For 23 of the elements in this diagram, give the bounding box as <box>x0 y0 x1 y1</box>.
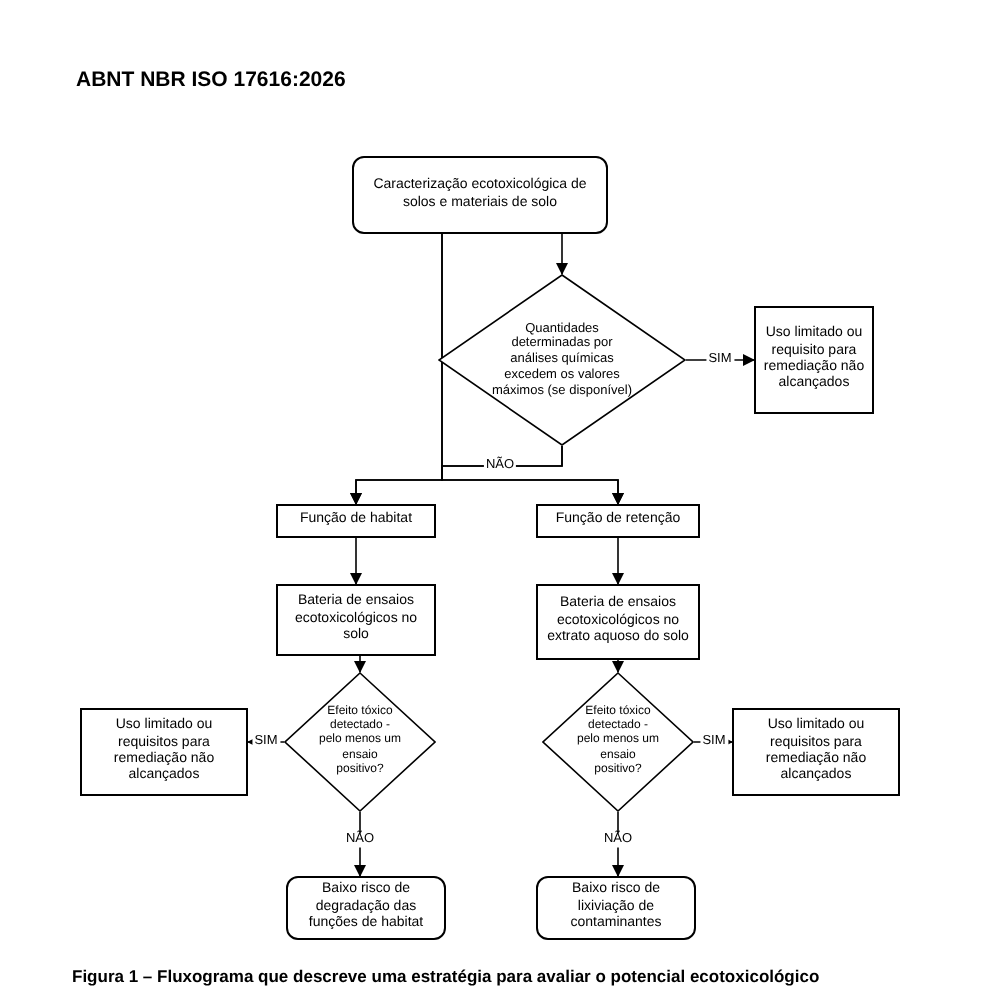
decision-diamond <box>284 672 436 812</box>
arrow <box>350 537 362 585</box>
process-box <box>732 708 900 796</box>
terminal-box <box>352 156 608 234</box>
document-header: ABNT NBR ISO 17616:2026 <box>76 66 346 96</box>
process-box <box>536 584 700 660</box>
arrow <box>354 655 366 673</box>
process-box <box>536 504 700 538</box>
process-box <box>276 584 436 656</box>
arrow <box>354 811 366 877</box>
terminal-box <box>286 876 446 940</box>
decision-diamond <box>438 274 686 446</box>
process-box <box>276 504 436 538</box>
arrow <box>556 233 568 275</box>
process-box <box>754 306 874 414</box>
figure-caption: Figura 1 – Fluxograma que descreve uma estratégia para avaliar o potencial ecotoxicológico <box>72 964 820 990</box>
arrow <box>612 537 624 585</box>
terminal-box <box>536 876 696 940</box>
arrow <box>441 445 624 505</box>
arrow <box>612 659 624 673</box>
arrow <box>612 811 624 877</box>
process-box <box>80 708 248 796</box>
decision-diamond <box>542 672 694 812</box>
